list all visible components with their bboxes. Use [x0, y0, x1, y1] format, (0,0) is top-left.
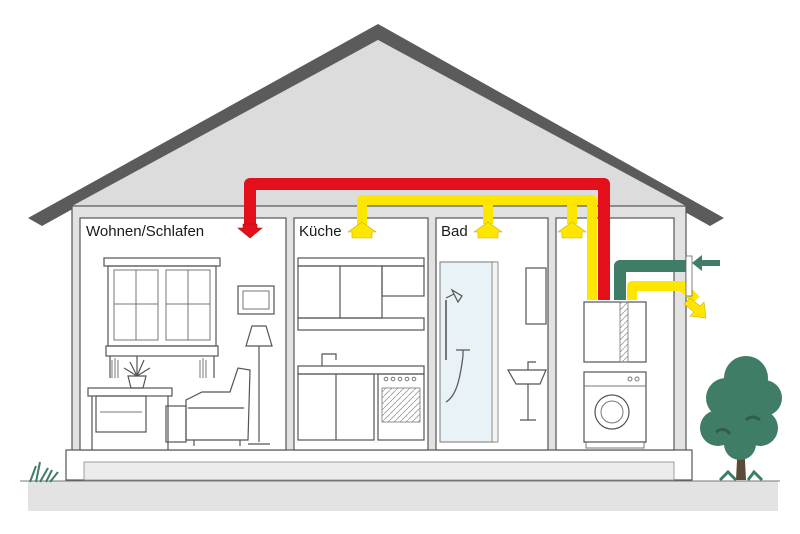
ground — [20, 480, 780, 511]
ducts — [244, 178, 700, 304]
washing-machine — [583, 371, 647, 443]
floor-lamp-icon — [245, 325, 273, 347]
kitchen-furniture — [297, 257, 425, 441]
arrow-up-icon — [347, 221, 377, 239]
bath-sink — [506, 369, 547, 385]
outdoor-air-duct — [614, 260, 688, 300]
wall-grille — [685, 255, 693, 297]
arrow-down-right-icon — [683, 297, 707, 319]
room-label-bath: Bad — [441, 223, 468, 240]
room-label-living: Wohnen/Schlafen — [86, 223, 204, 240]
roof — [28, 24, 724, 226]
attic-gable — [72, 40, 686, 214]
tree — [700, 356, 782, 482]
grass-tuft — [29, 461, 59, 483]
ventilation-unit — [583, 301, 647, 363]
utility-equipment — [583, 301, 647, 449]
washing-machine-door-icon — [594, 394, 630, 430]
extract-air-duct-main — [357, 195, 597, 300]
bath-cabinet — [525, 267, 547, 325]
shower-cabin — [439, 261, 497, 443]
picture-frame — [237, 285, 275, 315]
arrow-up-icon — [473, 221, 503, 239]
supply-air-duct — [244, 178, 610, 300]
room-living — [79, 217, 287, 451]
flower-pot-icon — [127, 375, 147, 389]
arrows — [237, 221, 720, 319]
oven — [377, 373, 425, 441]
bath-faucet-icon — [527, 361, 536, 370]
shower-head-icon — [450, 288, 463, 304]
bath-furniture — [439, 261, 547, 443]
ground-slab — [28, 481, 778, 511]
living-furniture — [87, 257, 275, 450]
armchair — [185, 367, 251, 441]
kitchen-faucet-icon — [321, 353, 337, 366]
arrow-up-icon — [557, 221, 587, 239]
arrow-left-icon — [692, 255, 720, 271]
foundation-inner — [83, 461, 675, 481]
room-label-kitchen: Küche — [299, 223, 342, 240]
arrow-down-icon — [237, 223, 263, 239]
